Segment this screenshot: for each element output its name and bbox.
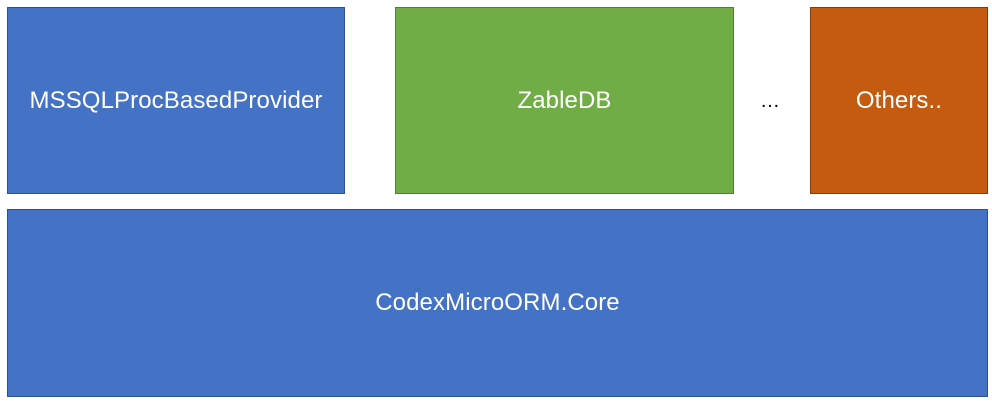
core-label: CodexMicroORM.Core (375, 289, 620, 316)
provider-label: MSSQLProcBasedProvider (29, 86, 323, 114)
provider-box-others: Others.. (810, 7, 988, 194)
provider-box-mssqlprocbasedprovider: MSSQLProcBasedProvider (7, 7, 345, 194)
more-providers-ellipsis: … (760, 89, 780, 112)
core-layer-box: CodexMicroORM.Core (7, 209, 988, 397)
provider-label: Others.. (855, 86, 943, 114)
provider-box-zabledb: ZableDB (395, 7, 734, 194)
provider-label: ZableDB (517, 86, 612, 114)
